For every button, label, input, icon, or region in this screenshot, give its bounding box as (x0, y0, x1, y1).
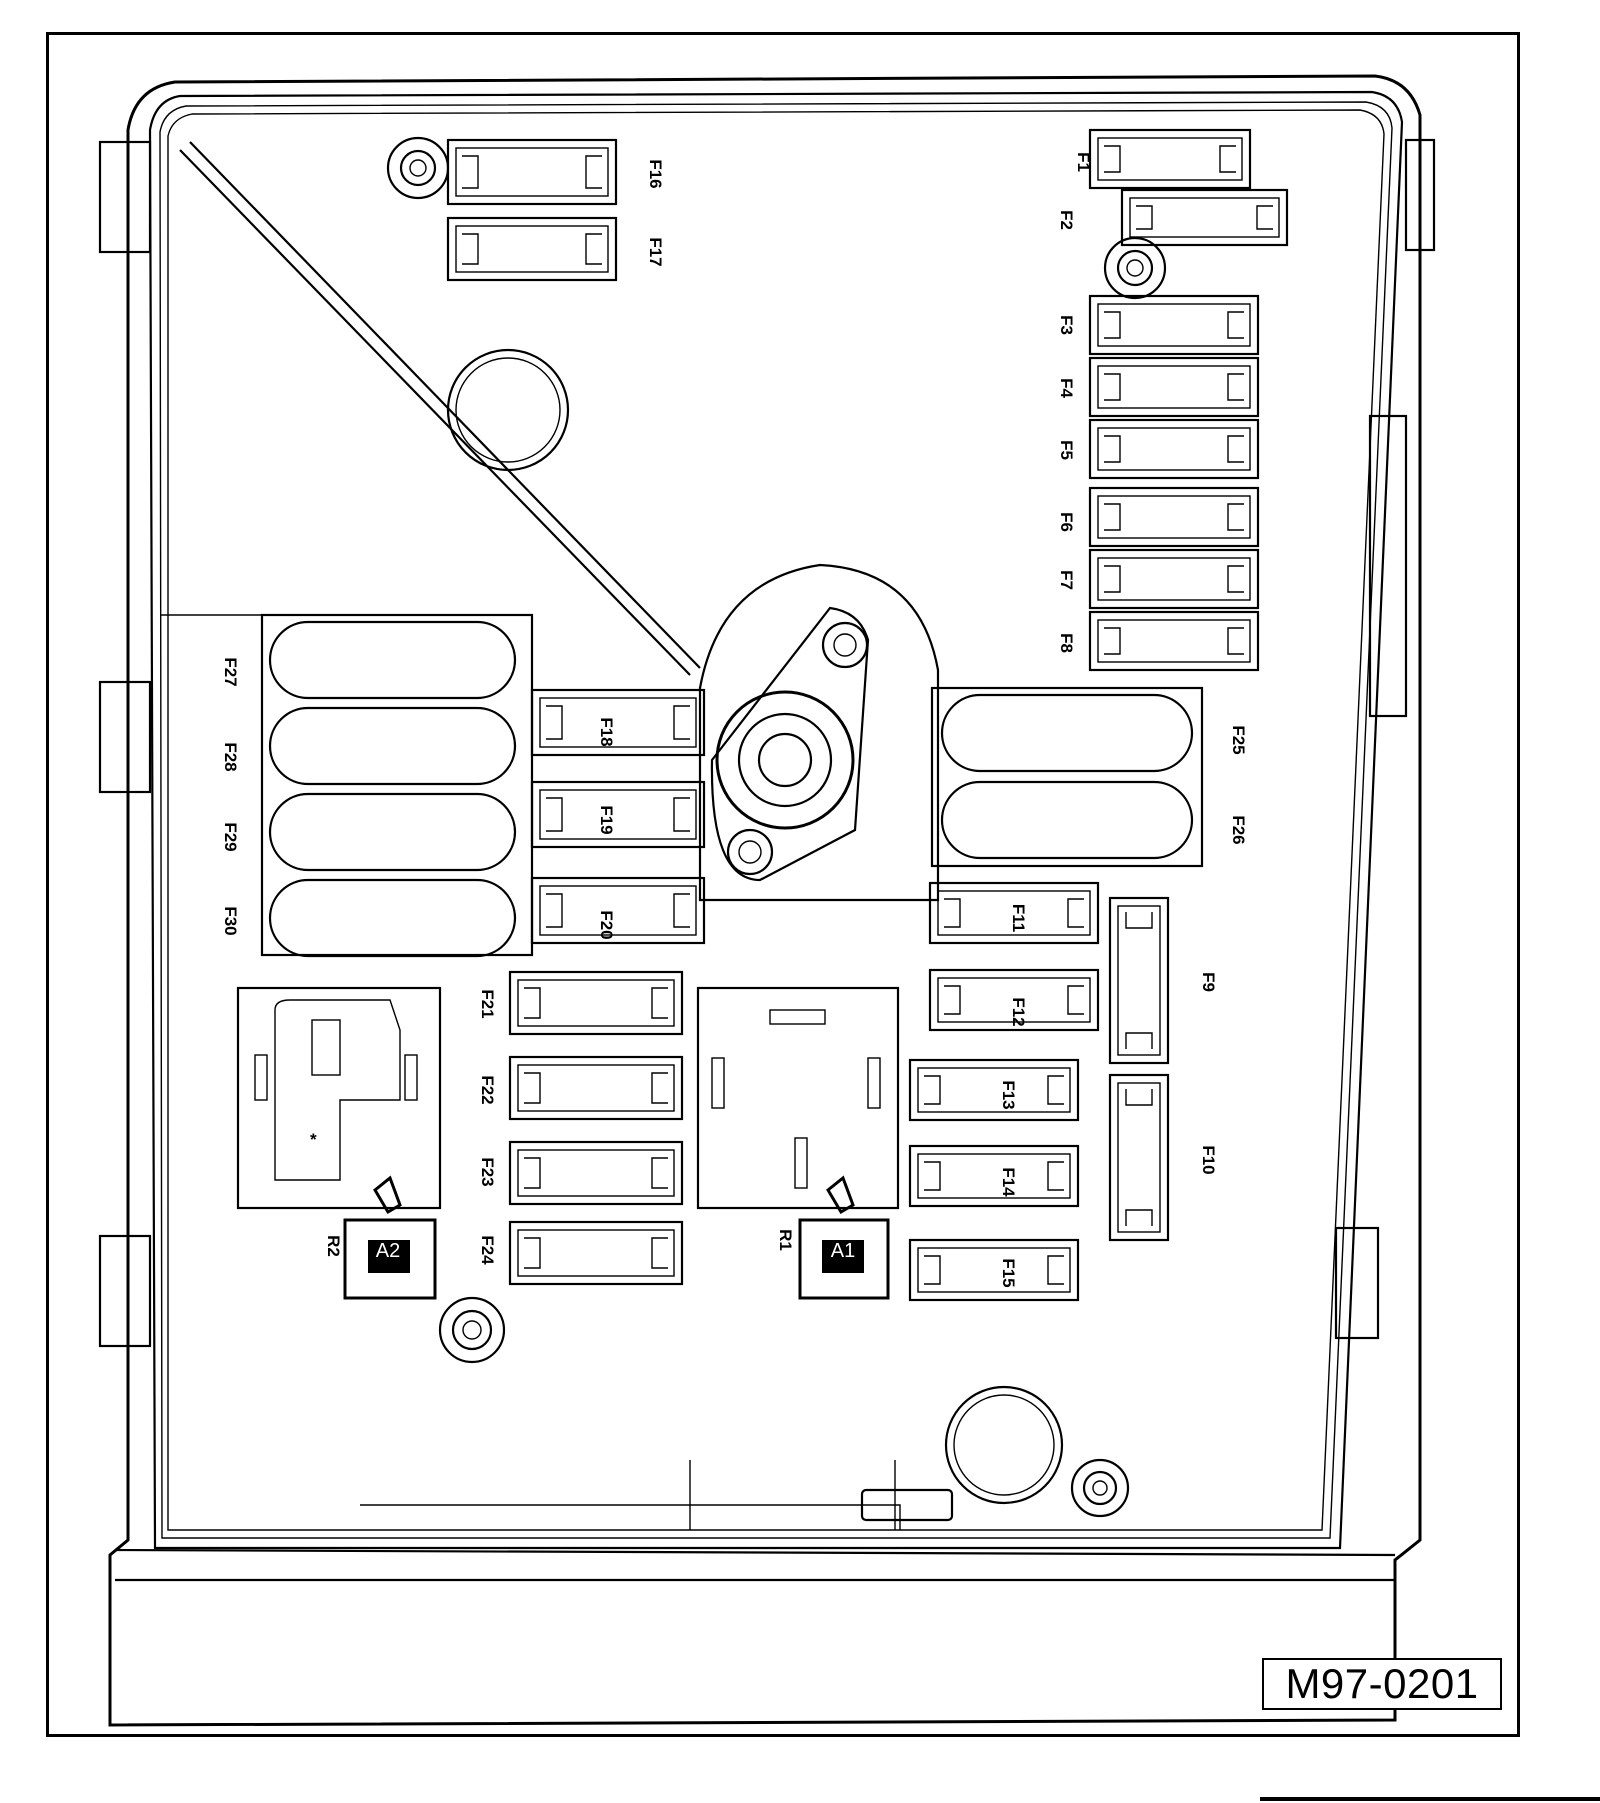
left-clip-top (98, 140, 152, 254)
blade-slot (1108, 1073, 1170, 1242)
screw-top-right (1103, 236, 1167, 300)
fuse-label-f2: F2 (1057, 210, 1076, 230)
housing-outline (98, 74, 1436, 1727)
relay-tag-a2: A2 (376, 1240, 400, 1262)
fuse-label-f27: F27 (221, 657, 240, 686)
relay-socket-r1 (696, 986, 900, 1210)
fuse-label-f8: F8 (1057, 633, 1076, 653)
blade-slot (508, 1220, 684, 1286)
maxi-fuse-block-right (930, 686, 1204, 868)
blade-slot (1088, 486, 1260, 548)
fuse-label-f21: F21 (478, 989, 497, 1018)
fuse-label-f16: F16 (646, 159, 665, 188)
fuse-label-f10: F10 (1199, 1145, 1218, 1174)
fuse-label-f17: F17 (646, 237, 665, 266)
relay-a1-body (798, 1218, 890, 1300)
blade-slot (530, 780, 706, 849)
fuse-label-f26: F26 (1229, 815, 1248, 844)
blade-slot (1088, 128, 1252, 190)
fuse-label-f11: F11 (1009, 904, 1028, 932)
fuse-label-f14: F14 (999, 1167, 1018, 1197)
diagram-frame (46, 32, 1520, 1737)
fuse-label-f25: F25 (1229, 725, 1248, 754)
blade-slot (1088, 294, 1260, 356)
fuse-label-f22: F22 (478, 1075, 497, 1104)
screw-top-left (386, 136, 450, 200)
blade-slot (908, 1238, 1080, 1302)
relay-socket-r2 (236, 986, 442, 1210)
blade-slot (1120, 188, 1289, 247)
right-clip-bottom (1334, 1226, 1380, 1340)
blade-slot (508, 970, 684, 1036)
blade-slot (1088, 548, 1260, 610)
marker-asterisk: * (310, 1130, 317, 1149)
fuse-label-f30: F30 (221, 906, 240, 935)
blade-slot (928, 881, 1100, 945)
arrow-r1 (826, 1175, 855, 1215)
fuse-label-f5: F5 (1057, 440, 1076, 460)
fuse-label-f7: F7 (1057, 570, 1076, 590)
right-clip-top (1404, 138, 1436, 252)
blade-slot (446, 216, 618, 282)
fuse-label-f6: F6 (1057, 512, 1076, 532)
fuse-label-f23: F23 (478, 1157, 497, 1186)
blade-slot (530, 688, 706, 757)
fuse-label-f3: F3 (1057, 315, 1076, 335)
fuse-label-f24: F24 (478, 1235, 497, 1265)
fuse-label-f29: F29 (221, 822, 240, 851)
screw-bottom-left (438, 1296, 506, 1364)
round-hole-upper (446, 348, 570, 472)
blade-slot (508, 1140, 684, 1206)
round-hole-lower (944, 1385, 1064, 1505)
screw-bottom-right (1070, 1458, 1130, 1518)
fuse-label-f19: F19 (597, 805, 616, 834)
fuse-label-f4: F4 (1057, 378, 1076, 398)
blade-slot (928, 968, 1100, 1032)
fuse-label-f18: F18 (597, 717, 616, 746)
reference-code: M97-0201 (1262, 1658, 1502, 1710)
fuse-label-f20: F20 (597, 910, 616, 939)
fuse-label-f13: F13 (999, 1080, 1018, 1109)
maxi-fuse-block-left (160, 613, 534, 958)
relay-tag-a1: A1 (831, 1240, 855, 1262)
center-bolt-bracket (698, 563, 940, 902)
blade-fuse-slots (446, 128, 1289, 1302)
blade-slot (908, 1058, 1080, 1122)
blade-slot (908, 1144, 1080, 1208)
left-clip-bottom (98, 1234, 152, 1348)
blade-slot (1088, 610, 1260, 672)
blade-slot (1088, 356, 1260, 418)
fuse-label-f1: F1 (1074, 152, 1093, 172)
blade-slot (1108, 896, 1170, 1065)
blade-slot (446, 138, 618, 206)
relay-label-r1: R1 (776, 1229, 795, 1251)
fuse-label-f15: F15 (999, 1258, 1018, 1287)
blade-slot (530, 876, 706, 945)
bottom-rule (1260, 1797, 1600, 1801)
relay-labels: R1 R2 A1 A2 (324, 1229, 855, 1262)
blade-slot (1088, 418, 1260, 480)
fuse-label-f28: F28 (221, 742, 240, 771)
relay-label-r2: R2 (324, 1235, 343, 1257)
fuse-label-f9: F9 (1199, 972, 1218, 992)
relay-a2-body (343, 1218, 437, 1300)
arrow-r2 (373, 1175, 402, 1215)
left-clip-mid (98, 680, 152, 794)
blade-slot (508, 1055, 684, 1121)
fuse-label-f12: F12 (1009, 997, 1028, 1026)
diagonal-rod (179, 149, 691, 676)
right-rail (1368, 414, 1408, 718)
